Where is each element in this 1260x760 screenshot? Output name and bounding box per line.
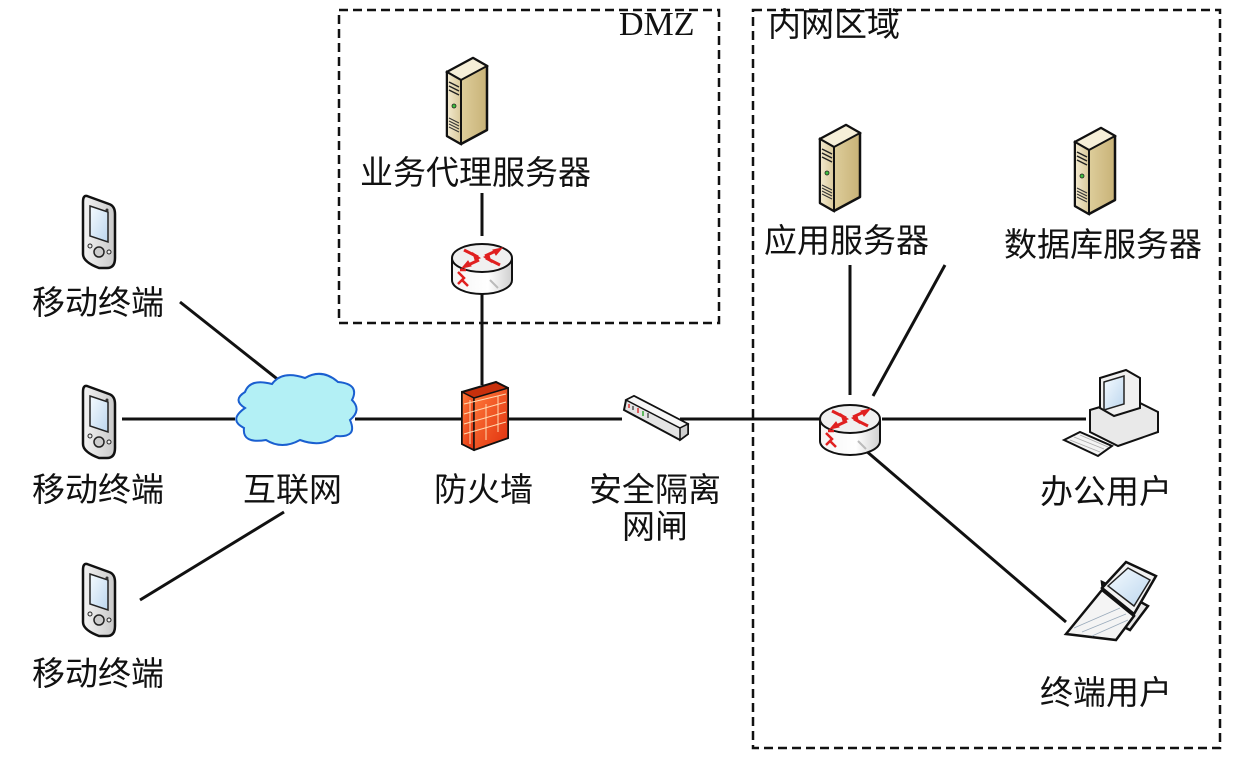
connection-lines: [122, 193, 1086, 624]
internet-label: 互联网: [243, 470, 342, 509]
proxy-server-icon: [445, 56, 489, 146]
mobile-device-icon-3: [81, 562, 117, 638]
office-user-label: 办公用户: [1040, 472, 1172, 511]
dmz-router-icon: [450, 242, 514, 296]
firewall-label: 防火墙: [434, 470, 533, 509]
gatekeeper-label-line1: 安全隔离: [589, 470, 721, 509]
cloud-icon: [235, 372, 358, 446]
intranet-zone-label: 内网区域: [768, 5, 900, 44]
firewall-icon: [461, 380, 509, 452]
dmz-zone-label: DMZ: [619, 6, 695, 43]
link-router-terminal: [864, 448, 1067, 624]
mobile-device-icon-2: [81, 384, 117, 460]
mobile-3-label: 移动终端: [32, 654, 164, 693]
mobile-1-label: 移动终端: [32, 283, 164, 322]
mobile-device-icon-1: [81, 194, 117, 270]
gatekeeper-switch-icon: [622, 394, 690, 442]
link-mobile3-internet: [139, 510, 285, 602]
gatekeeper-label-line2: 网闸: [622, 507, 688, 546]
db-server-icon: [1073, 126, 1117, 216]
app-server-icon: [818, 123, 862, 213]
dmz-zone-box: [337, 8, 721, 325]
intranet-zone-box: [751, 8, 1222, 750]
intranet-router-icon: [818, 403, 882, 457]
app-server-label: 应用服务器: [764, 221, 929, 260]
link-dbserver-router: [871, 264, 947, 397]
mobile-2-label: 移动终端: [32, 470, 164, 509]
desktop-computer-icon: [1061, 368, 1159, 458]
db-server-label: 数据库服务器: [1004, 225, 1202, 264]
terminal-user-label: 终端用户: [1040, 673, 1172, 712]
proxy-server-label: 业务代理服务器: [360, 153, 591, 192]
laptop-icon: [1063, 560, 1158, 642]
